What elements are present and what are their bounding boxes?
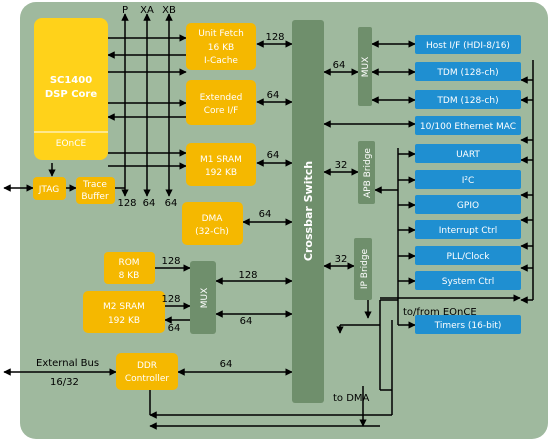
peripheral-blocks bbox=[415, 35, 521, 334]
rom-bus-width: 128 bbox=[161, 256, 180, 267]
peripheral-tdm-1-block bbox=[415, 62, 521, 81]
m2-sram-label-1: M2 SRAM bbox=[103, 302, 145, 312]
peripheral-interrupt-ctrl-label: Interrupt Ctrl bbox=[439, 226, 498, 236]
m1-sram-label-2: 192 KB bbox=[205, 168, 237, 178]
bus-width-p: 128 bbox=[117, 198, 136, 209]
core-name: SC1400 bbox=[50, 75, 92, 86]
peripheral-timers-label: Timers (16-bit) bbox=[434, 321, 502, 331]
ddr-bus-width: 64 bbox=[220, 359, 233, 370]
mux-right-block bbox=[358, 27, 372, 106]
peripheral-system-ctrl-block bbox=[415, 271, 521, 290]
dma-label-1: DMA bbox=[202, 214, 224, 224]
peripheral-ethernet-mac-label: 10/100 Ethernet MAC bbox=[420, 122, 516, 132]
apb-bridge-block bbox=[358, 141, 375, 204]
peripheral-host-if-label: Host I/F (HDI-8/16) bbox=[426, 41, 510, 51]
peripheral-tdm-1-label: TDM (128-ch) bbox=[436, 68, 498, 78]
ext-core-label-2: Core I/F bbox=[204, 106, 239, 116]
apb-bus-width: 32 bbox=[335, 160, 348, 171]
unit-fetch-bus-width: 128 bbox=[265, 32, 284, 43]
crossbar-switch-block bbox=[292, 20, 324, 403]
external-bus-label: External Bus bbox=[36, 358, 99, 369]
eonce-label: EOnCE bbox=[56, 139, 87, 149]
peripheral-pll-clock-label: PLL/Clock bbox=[447, 252, 491, 262]
bus-label-p: P bbox=[122, 5, 128, 16]
m2-sram-block bbox=[83, 291, 165, 333]
bus-label-xb: XB bbox=[162, 5, 176, 16]
rom-block bbox=[104, 252, 155, 284]
ip-bridge-label: IP Bridge bbox=[360, 248, 370, 289]
peripheral-interrupt-ctrl-block bbox=[415, 220, 521, 239]
m1-sram-bus-width: 64 bbox=[267, 150, 280, 161]
mux-left-bus-width-b: 64 bbox=[240, 316, 253, 327]
ext-core-bus-width: 64 bbox=[267, 90, 280, 101]
m2-sram-label-2: 192 KB bbox=[108, 316, 140, 326]
apb-bridge-label: APB Bridge bbox=[363, 148, 373, 198]
bus-label-xa: XA bbox=[140, 5, 154, 16]
trace-buffer-block bbox=[76, 177, 115, 204]
ext-core-label-1: Extended bbox=[200, 93, 243, 103]
bus-lines bbox=[3, 13, 534, 430]
to-dma-label: to DMA bbox=[333, 393, 370, 404]
unit-fetch-label-1: Unit Fetch bbox=[198, 29, 244, 39]
extended-core-block bbox=[186, 80, 256, 125]
peripheral-ethernet-mac-block bbox=[415, 116, 521, 135]
m2-sram-bus-width-a: 128 bbox=[161, 294, 180, 305]
peripheral-tdm-2-block bbox=[415, 90, 521, 109]
trace-label-2: Buffer bbox=[81, 192, 109, 202]
dsp-core-block bbox=[34, 18, 108, 160]
trace-label-1: Trace bbox=[82, 180, 107, 190]
ddr-label-1: DDR bbox=[137, 361, 157, 371]
to-from-eonce-label: to/from EOnCE bbox=[403, 307, 477, 318]
peripheral-i2c-block bbox=[415, 170, 521, 189]
unit-fetch-label-3: I-Cache bbox=[204, 56, 238, 66]
peripheral-uart-block bbox=[415, 144, 521, 163]
unit-fetch-label-2: 16 KB bbox=[208, 43, 234, 53]
peripheral-timers-block bbox=[415, 315, 521, 334]
unit-fetch-block bbox=[186, 23, 256, 70]
ddr-label-2: Controller bbox=[125, 374, 170, 384]
dma-bus-width: 64 bbox=[259, 209, 272, 220]
dma-label-2: (32-Ch) bbox=[195, 227, 229, 237]
mux-left-block bbox=[190, 261, 216, 334]
bus-width-xa: 64 bbox=[143, 198, 156, 209]
peripheral-gpio-label: GPIO bbox=[457, 201, 479, 211]
peripheral-system-ctrl-label: System Ctrl bbox=[442, 277, 494, 287]
core-subtitle: DSP Core bbox=[45, 89, 97, 100]
rom-label-2: 8 KB bbox=[119, 271, 140, 281]
m1-sram-label-1: M1 SRAM bbox=[200, 155, 242, 165]
jtag-label: JTAG bbox=[38, 185, 59, 195]
peripheral-gpio-block bbox=[415, 195, 521, 214]
external-bus-width: 16/32 bbox=[50, 377, 79, 388]
peripheral-pll-clock-block bbox=[415, 246, 521, 265]
dma-block bbox=[182, 202, 243, 245]
mux-right-bus-width: 64 bbox=[333, 60, 346, 71]
rom-label-1: ROM bbox=[118, 258, 139, 268]
m2-sram-bus-width-b: 64 bbox=[168, 323, 181, 334]
mux-left-bus-width-a: 128 bbox=[238, 270, 257, 281]
peripheral-uart-label: UART bbox=[456, 150, 480, 160]
ip-bridge-block bbox=[354, 238, 372, 300]
peripheral-host-if-block bbox=[415, 35, 521, 54]
ipb-bus-width: 32 bbox=[335, 254, 348, 265]
mux-right-label: MUX bbox=[361, 57, 371, 78]
peripheral-tdm-2-label: TDM (128-ch) bbox=[436, 96, 498, 106]
mux-left-label: MUX bbox=[200, 288, 210, 309]
bus-width-xb: 64 bbox=[165, 198, 178, 209]
peripheral-i2c-label: I²C bbox=[462, 176, 475, 186]
ddr-controller-block bbox=[116, 353, 178, 390]
jtag-block bbox=[33, 177, 66, 200]
m1-sram-block bbox=[186, 143, 256, 186]
crossbar-switch-label: Crossbar Switch bbox=[302, 161, 315, 261]
